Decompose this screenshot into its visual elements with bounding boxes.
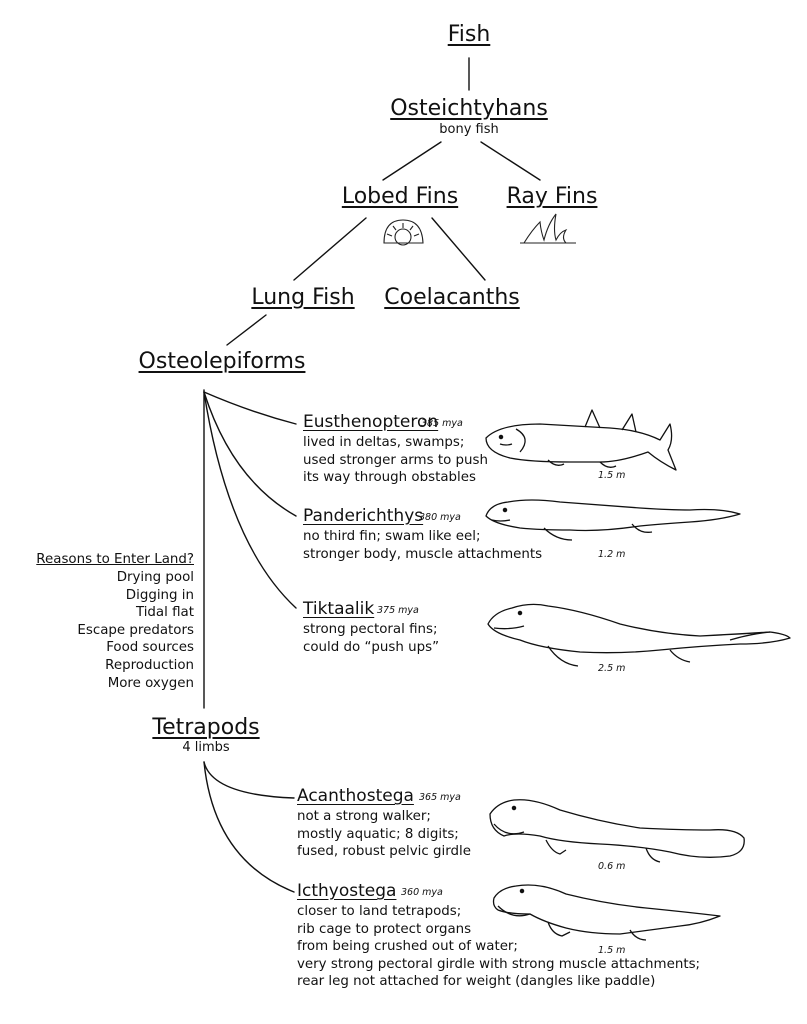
edge-osteichthyans-ray [480,141,541,181]
species-description-line: its way through obstables [303,470,476,486]
species-name-icthyostega: Icthyostega [297,881,397,901]
reasons-title: Reasons to Enter Land? [36,552,194,567]
species-description-line: strong pectoral fins; [303,622,438,637]
edge-osteichthyans-lobed [382,141,442,181]
tiktaalik-illustration [487,603,791,667]
edge-lungfish-osteolepiforms [226,314,267,346]
species-description-line: lived in deltas, swamps; [303,435,465,450]
node-tetrapods-subtitle: 4 limbs [182,740,230,755]
panderichthys-illustration [485,499,741,541]
species-name-panderichthys: Panderichthys [303,506,424,526]
node-osteichthyans: Osteichtyhans [390,96,548,121]
species-size-acanthostega: 0.6 m [598,861,626,872]
reason-item: More oxygen [107,675,194,691]
edge-icthyostega [203,761,295,893]
species-description-line: no third fin; swam like eel; [303,529,481,544]
node-osteolepiforms: Osteolepiforms [138,349,306,374]
species-description-line: very strong pectoral girdle with strong … [297,956,701,972]
acanthostega-illustration [489,799,745,863]
reason-item: Food sources [106,640,194,656]
node-lung-fish: Lung Fish [251,285,355,310]
species-description-line: stronger body, muscle attachments [303,546,543,562]
species-size-tiktaalik: 2.5 m [598,663,626,674]
reason-item: Escape predators [77,622,194,638]
edge-lobed-lungfish [293,217,367,281]
edge-panderichthys [203,391,297,517]
edge-eusthenopteron [203,391,297,425]
species-size-eusthenopteron: 1.5 m [598,470,626,481]
species-date-acanthostega: 365 mya [419,792,461,803]
node-coelacanths: Coelacanths [384,285,520,310]
species-name-acanthostega: Acanthostega [297,786,414,806]
edge-acanthostega [203,761,295,799]
species-description-line: rear leg not attached for weight (dangle… [297,974,656,990]
reason-item: Reproduction [105,658,194,673]
lobed-fin-icon [383,219,424,246]
node-lobed-fins: Lobed Fins [341,184,459,209]
species-name-eusthenopteron: Eusthenopteron [303,412,439,432]
species-description-line: closer to land tetrapods; [297,904,462,919]
species-date-icthyostega: 360 mya [401,887,443,898]
species-description-line: rib cage to protect organs [297,921,472,937]
species-description-line: fused, robust pelvic girdle [297,844,471,860]
node-tetrapods: Tetrapods [152,715,260,740]
node-fish: Fish [447,22,491,47]
edge-lobed-coelacanths [431,217,486,281]
reason-item: Tidal flat [135,605,194,621]
species-name-tiktaalik: Tiktaalik [303,599,375,619]
species-description-line: from being crushed out of water; [297,939,518,955]
eusthenopteron-illustration [485,409,677,471]
species-date-eusthenopteron: 385 mya [421,418,463,429]
species-size-icthyostega: 1.5 m [598,945,626,956]
node-osteichthyans-subtitle: bony fish [439,122,499,137]
node-ray-fins: Ray Fins [506,184,598,209]
species-size-panderichthys: 1.2 m [598,549,626,560]
reason-item: Digging in [125,587,194,603]
edge-tiktaalik [203,391,297,609]
species-description-line: not a strong walker; [297,809,431,824]
reason-item: Drying pool [116,570,194,585]
species-date-panderichthys: 380 mya [419,512,461,523]
ray-fin-icon [520,213,576,244]
icthyostega-illustration [492,884,721,941]
species-description-line: mostly aquatic; 8 digits; [297,826,459,842]
species-description-line: used stronger arms to push [303,452,488,468]
species-description-line: could do “push ups” [303,639,440,655]
species-date-tiktaalik: 375 mya [377,605,419,616]
